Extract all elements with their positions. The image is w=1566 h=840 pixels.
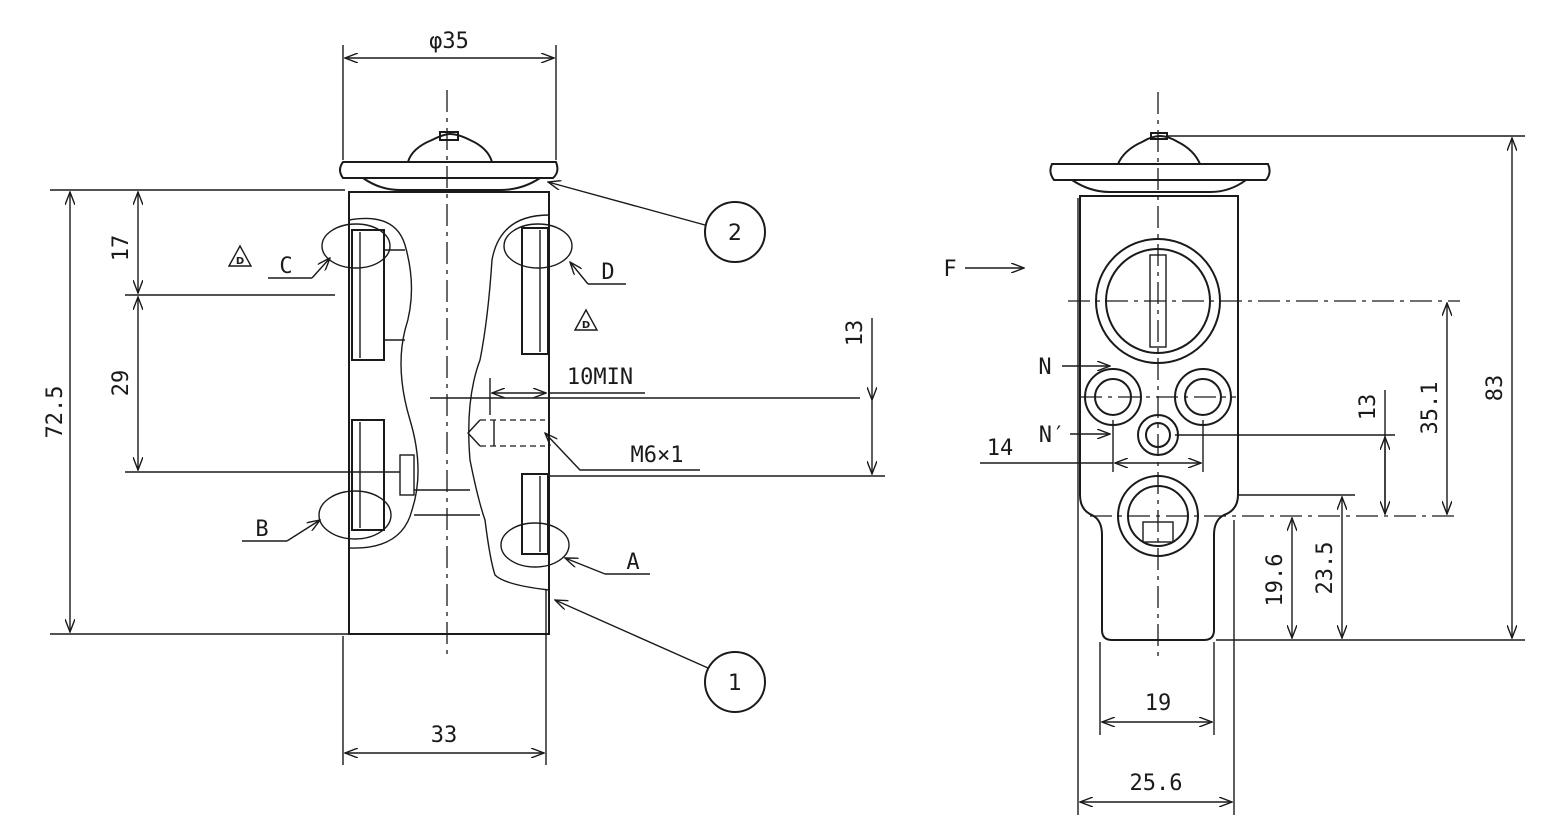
balloon-1-leader xyxy=(555,600,709,669)
thread-leader xyxy=(545,433,700,471)
tapped-hole-tip xyxy=(467,419,481,447)
left-cavity-right xyxy=(468,214,550,591)
label-c-leader xyxy=(311,258,330,279)
dim-83-text: 83 xyxy=(1483,375,1508,402)
balloon-2-leader xyxy=(548,182,706,226)
port-d-body xyxy=(521,227,549,355)
right-diaphragm-dome xyxy=(1117,134,1201,165)
port-b-body xyxy=(351,419,385,531)
right-view: F N N′ 14 13 35.1 83 19.6 23.5 xyxy=(943,92,1525,815)
label-a: A xyxy=(626,550,639,575)
label-c: C xyxy=(279,254,292,279)
dim-25-6-text: 25.6 xyxy=(1130,771,1183,796)
left-body xyxy=(348,191,550,635)
dim-33-text: 33 xyxy=(431,723,458,748)
left-diaphragm-dome xyxy=(407,132,493,163)
port-c-body xyxy=(351,229,385,361)
dim-23-5-text: 23.5 xyxy=(1313,542,1338,595)
right-diaphragm-lip xyxy=(1071,179,1247,193)
right-body xyxy=(1079,195,1239,641)
dim-17-text: 17 xyxy=(109,235,134,262)
label-b: B xyxy=(255,517,268,542)
label-d: D xyxy=(601,260,614,285)
revision-c-text: D xyxy=(236,256,244,267)
right-diaphragm-head xyxy=(1049,163,1271,181)
port-a-ellipse xyxy=(500,522,570,568)
port-b-ellipse xyxy=(318,490,392,540)
dim-14-text: 14 xyxy=(987,436,1014,461)
left-diaphragm-lip xyxy=(362,177,541,191)
left-view: φ35 72.5 17 29 33 10MIN M6×1 13 xyxy=(43,29,885,765)
label-d-leader xyxy=(570,262,589,285)
port-d-ellipse xyxy=(503,223,573,269)
dim-10min-text: 10MIN xyxy=(567,365,633,390)
balloon-part-2 xyxy=(704,201,766,263)
dim-phi35-text: φ35 xyxy=(429,29,469,54)
label-n: N xyxy=(1038,355,1051,380)
dim-35-text: 35.1 xyxy=(1418,382,1443,435)
dim-19-text: 19 xyxy=(1145,691,1172,716)
label-f: F xyxy=(943,257,956,282)
revision-triangle-c: D xyxy=(227,244,253,267)
thread-text: M6×1 xyxy=(631,443,684,468)
left-dome-cap xyxy=(439,131,459,141)
lower-port-key xyxy=(1142,521,1174,543)
dim-72-text: 72.5 xyxy=(43,386,68,439)
tapped-hole xyxy=(480,419,545,447)
label-a-leader xyxy=(565,558,606,575)
dim-13c-text: 13 xyxy=(843,320,868,347)
port-a-body xyxy=(521,473,549,555)
port-c-ellipse xyxy=(321,223,391,269)
left-cavity-left xyxy=(348,217,419,549)
port-b-nib xyxy=(399,454,415,496)
dim-13r-text: 13 xyxy=(1356,394,1381,421)
balloon-part-1 xyxy=(704,651,766,713)
revision-d-text: D xyxy=(582,320,590,331)
revision-triangle-d: D xyxy=(573,308,599,331)
label-n-prime: N′ xyxy=(1039,423,1066,448)
balloon-part-2-text: 2 xyxy=(728,221,742,246)
port-n-prime-inner xyxy=(1145,422,1171,448)
left-diaphragm-head xyxy=(339,161,559,179)
dim-29-text: 29 xyxy=(109,370,134,397)
balloon-part-1-text: 1 xyxy=(728,671,742,696)
dim-19-6-text: 19.6 xyxy=(1263,554,1288,607)
label-b-leader xyxy=(286,520,320,542)
